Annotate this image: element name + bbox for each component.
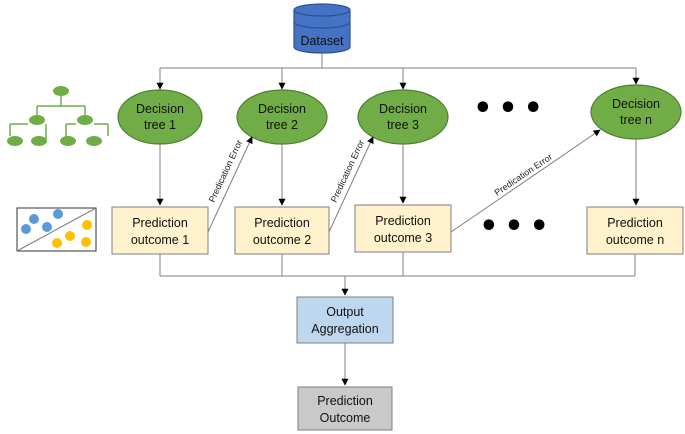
- dataset-label: Dataset: [300, 34, 344, 48]
- more-trees-ellipsis: •••: [473, 91, 549, 126]
- more-outcomes-ellipsis: •••: [479, 209, 555, 244]
- outcome-label-line1: Prediction: [375, 214, 431, 228]
- tree-label-line2: tree 3: [387, 118, 419, 132]
- output-aggregation-node: Output Aggregation: [296, 296, 394, 344]
- decision-tree-1: Decision tree 1: [117, 89, 203, 145]
- final-label-line1: Prediction: [317, 394, 373, 408]
- aggregation-connectors: [159, 252, 636, 296]
- tree-structure-icon: [7, 86, 109, 146]
- tree-label-line1: Decision: [379, 102, 427, 116]
- prediction-error-label-2: Predication Error: [329, 138, 367, 203]
- prediction-outcome-2: Prediction outcome 2: [234, 206, 330, 255]
- tree-label-line1: Decision: [258, 102, 306, 116]
- outcome-label-line2: outcome 3: [374, 231, 432, 245]
- tree-label-line2: tree 1: [144, 118, 176, 132]
- prediction-outcome-1: Prediction outcome 1: [111, 206, 209, 255]
- outcome-label-line2: outcome 2: [253, 233, 311, 247]
- decision-tree-n: Decision tree n: [590, 84, 682, 140]
- outcome-label-line2: outcome 1: [131, 233, 189, 247]
- outcome-label-line1: Prediction: [254, 216, 310, 230]
- outcome-label-line2: outcome n: [606, 233, 664, 247]
- final-label-line2: Outcome: [320, 411, 371, 425]
- dataset-node: Dataset: [293, 3, 351, 54]
- tree-label-line2: tree n: [620, 113, 652, 127]
- aggregation-label-line2: Aggregation: [311, 322, 378, 336]
- decision-tree-2: Decision tree 2: [236, 89, 328, 145]
- outcome-label-line1: Prediction: [132, 216, 188, 230]
- final-prediction-node: Prediction Outcome: [297, 386, 393, 431]
- aggregation-label-line1: Output: [326, 305, 364, 319]
- outcome-label-line1: Prediction: [607, 216, 663, 230]
- tree-label-line2: tree 2: [266, 118, 298, 132]
- dataset-connectors: [156, 53, 640, 90]
- prediction-error-connectors: [207, 129, 601, 233]
- tree-label-line1: Decision: [612, 97, 660, 111]
- prediction-outcome-3: Prediction outcome 3: [354, 204, 452, 253]
- decision-tree-3: Decision tree 3: [357, 89, 449, 145]
- prediction-outcome-n: Prediction outcome n: [586, 206, 684, 255]
- tree-outcome-connectors: [156, 139, 640, 206]
- prediction-error-label-3: Predication Error: [493, 152, 555, 198]
- tree-label-line1: Decision: [136, 102, 184, 116]
- classification-scatter-icon: [16, 207, 97, 252]
